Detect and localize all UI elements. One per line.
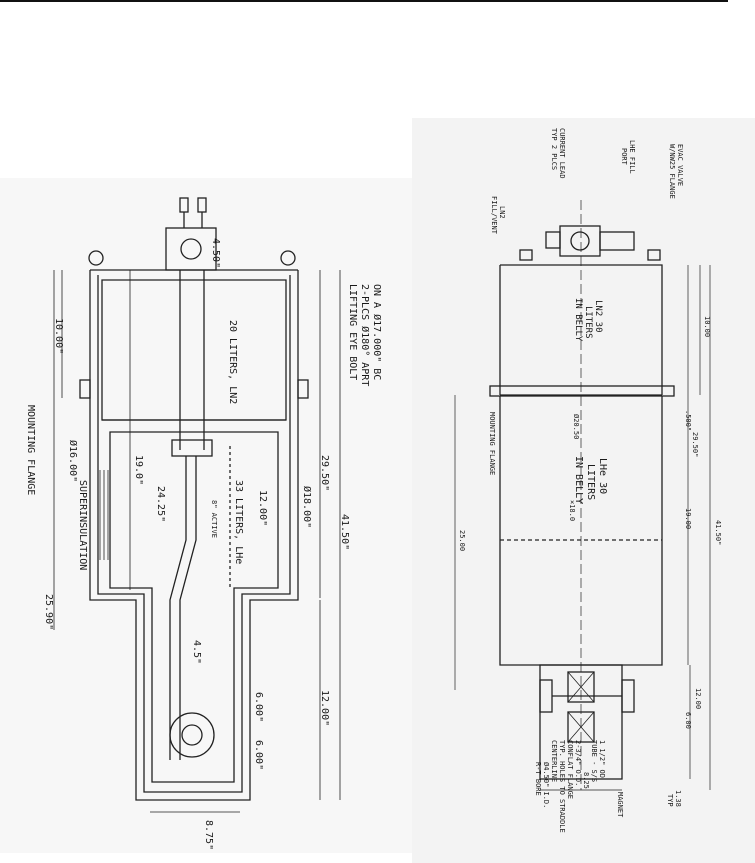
ln2-fill-label-2: FILL/VENT — [490, 196, 498, 235]
magnet-label: MAGNET — [616, 792, 624, 818]
left-dewar-drawing — [79, 197, 309, 801]
mounting-flange-label: MOUNTING FLANGE — [25, 405, 36, 495]
right-mounting-flange-label: MOUNTING FLANGE — [488, 412, 496, 475]
dim-right-6: 6.00 — [684, 712, 692, 729]
superinsulation-label: SUPERINSULATION — [77, 480, 88, 570]
conflat-label-4: CENTERLINE — [550, 740, 558, 782]
magnet-cross-section — [169, 712, 215, 758]
conflat-label-2: CONFLAT FLANGE — [566, 740, 574, 799]
bore-label-1: Ø4.50" I.D. — [542, 762, 550, 808]
tail-section — [539, 664, 623, 780]
valve-block — [559, 225, 601, 257]
top-rule — [0, 0, 728, 2]
eye-bolt-icon — [88, 250, 104, 266]
dim-depth-19: 19.0" — [133, 455, 144, 485]
dim-right-25: 25.00 — [458, 530, 466, 551]
lhe-belly-label-1: LHe 30 — [597, 458, 608, 494]
eyebolt-label-3: ON A Ø17.000" BC — [371, 284, 383, 380]
dim-4-5: 4.5" — [191, 640, 202, 664]
dim-bore-dia: Ø16.00" — [67, 440, 79, 482]
lhe-fill-label-1: LHE FILL — [628, 140, 636, 174]
evac-valve-label-1: EVAC VALVE — [676, 144, 684, 186]
lhe-tank-label: 33 LITERS, LHe — [233, 480, 244, 564]
dim-tail-6b: 6.00" — [253, 740, 264, 770]
eye-bolt-icon — [280, 250, 296, 266]
ln2-belly-label-1: LN2 30 — [593, 300, 603, 333]
left-scan-background — [0, 178, 430, 853]
dim-length-25: 25.90" — [43, 594, 54, 630]
lhe-belly-label-2: LITERS — [585, 464, 596, 500]
top-port-box — [165, 227, 217, 271]
left-labels: LIFTING EYE BOLT 2-PLCS Ø180° APRT ON A … — [25, 238, 383, 850]
current-lead-label-1: CURRENT LEAD — [558, 128, 566, 179]
dim-right-18: ×18.0 — [568, 500, 576, 521]
right-labels: CURRENT LEAD TYP 2 PLCS LHE FILL PORT EV… — [458, 128, 722, 833]
dim-right-19: 19.00 — [684, 508, 692, 529]
dim-right-0500: .500" — [684, 410, 692, 431]
right-dewar-drawing — [489, 200, 675, 790]
dim-flange-gap: 4.50" — [210, 238, 221, 268]
right-scan-background — [412, 118, 755, 863]
dim-right-12: 12.00 — [694, 688, 702, 709]
ln2-belly-label-3: IN BELLY — [573, 298, 583, 342]
dim-length-24: 24.25" — [155, 486, 166, 522]
conflat-label-3: TYP. HOLES TO STRADDLE — [558, 740, 566, 833]
mounting-flange-shape — [489, 385, 675, 397]
dim-right-typ-2: TYP — [666, 794, 674, 807]
tube-label-2: TUBE - S/S — [590, 740, 598, 782]
dim-total-29: 29.50" — [319, 455, 330, 491]
dim-right-typ-1: 1.38 — [674, 790, 682, 807]
eyebolt-label-2: 2-PLCS Ø180° APRT — [359, 284, 371, 386]
tube-label-1: 1 1/2" OD — [598, 740, 606, 778]
lhe-belly-label-3: IN BELLY — [573, 456, 584, 504]
bore-label-2: R-T BORE — [534, 762, 542, 796]
conflat-label-1: 2-3/4" O.D. — [574, 740, 582, 786]
ln2-belly-label-2: LITERS — [583, 306, 593, 339]
dim-outer-dia: Ø18.00" — [301, 486, 313, 528]
dim-right-2950: 29.50" — [691, 432, 699, 457]
dim-right-4150: 41.50" — [714, 520, 722, 545]
current-lead-label-2: TYP 2 PLCS — [550, 128, 558, 170]
lhe-fill-label-2: PORT — [620, 148, 628, 166]
ln2-tank-label: 20 LITERS, LN2 — [227, 320, 238, 404]
eyebolt-label-1: LIFTING EYE BOLT — [347, 284, 358, 380]
dim-active-12: 12.00" — [257, 490, 268, 526]
dim-right-2050: Ø20.50 — [572, 414, 580, 439]
dim-right-10: 10.00 — [703, 316, 711, 337]
dim-tail-12: 12.00" — [319, 690, 330, 726]
ln2-fill-label-1: LN2 — [498, 206, 506, 219]
active-label: 8" ACTIVE — [210, 500, 218, 538]
dim-total-41: 41.50" — [339, 514, 350, 550]
evac-valve-label-2: W/NW25 FLANGE — [668, 144, 676, 199]
dim-bottom-width: 8.75" — [203, 820, 214, 850]
dim-tail-6a: 6.00" — [253, 692, 264, 722]
outer-vessel — [89, 270, 299, 801]
dim-top-section: 10.00" — [53, 318, 64, 354]
dim-right-825: 8.25 — [582, 772, 590, 789]
